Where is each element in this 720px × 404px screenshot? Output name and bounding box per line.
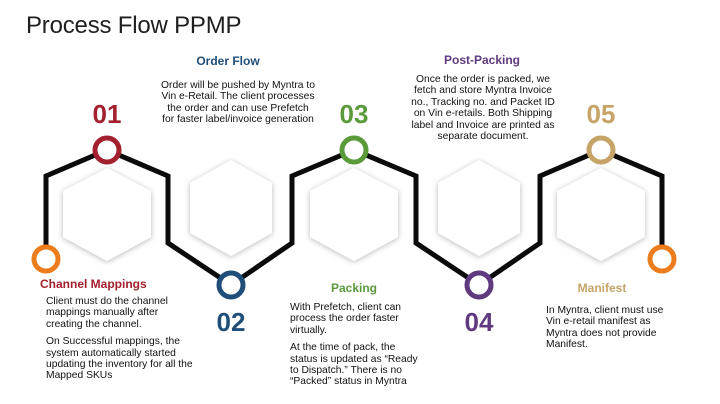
step-title-post-packing: Post-Packing bbox=[443, 53, 521, 67]
end-marker bbox=[647, 244, 677, 274]
step-marker-04 bbox=[464, 270, 494, 300]
step-desc-manifest: In Myntra, client must use Vin e-retail … bbox=[546, 305, 674, 357]
step-title-order-flow: Order Flow bbox=[196, 54, 260, 68]
desc-paragraph: With Prefetch, client can process the or… bbox=[290, 302, 402, 336]
page-title: Process Flow PPMP bbox=[26, 12, 242, 39]
step-desc-packing: With Prefetch, client can process the or… bbox=[290, 302, 422, 394]
desc-paragraph: Order will be pushed by Myntra to Vin e-… bbox=[161, 80, 315, 126]
step-marker-03 bbox=[339, 135, 369, 165]
desc-paragraph: Once the order is packed, we fetch and s… bbox=[411, 74, 555, 143]
step-number-02: 02 bbox=[216, 307, 246, 337]
hexagon-1 bbox=[63, 168, 151, 261]
desc-paragraph: Client must do the channel mappings manu… bbox=[46, 296, 168, 330]
step-marker-02 bbox=[216, 270, 246, 300]
step-marker-05 bbox=[586, 135, 616, 165]
step-marker-01 bbox=[92, 135, 122, 165]
step-number-01: 01 bbox=[92, 99, 122, 129]
step-desc-channel-mappings: Client must do the channel mappings manu… bbox=[46, 296, 194, 388]
desc-paragraph: At the time of pack, the status is updat… bbox=[290, 342, 418, 388]
hexagon-4 bbox=[438, 160, 520, 256]
hexagon-5 bbox=[557, 168, 645, 261]
step-title-manifest: Manifest bbox=[577, 281, 627, 295]
desc-paragraph: In Myntra, client must use Vin e-retail … bbox=[546, 305, 664, 351]
step-number-03: 03 bbox=[339, 99, 369, 129]
step-title-channel-mappings: Channel Mappings bbox=[40, 277, 147, 291]
step-desc-order-flow: Order will be pushed by Myntra to Vin e-… bbox=[160, 80, 316, 132]
hexagon-2 bbox=[190, 160, 272, 256]
step-title-packing: Packing bbox=[330, 281, 378, 295]
step-desc-post-packing: Once the order is packed, we fetch and s… bbox=[408, 74, 558, 148]
step-number-05: 05 bbox=[586, 99, 616, 129]
desc-paragraph: On Successful mappings, the system autom… bbox=[46, 336, 193, 382]
step-number-04: 04 bbox=[464, 307, 494, 337]
start-marker bbox=[31, 244, 61, 274]
hexagon-3 bbox=[310, 168, 398, 261]
